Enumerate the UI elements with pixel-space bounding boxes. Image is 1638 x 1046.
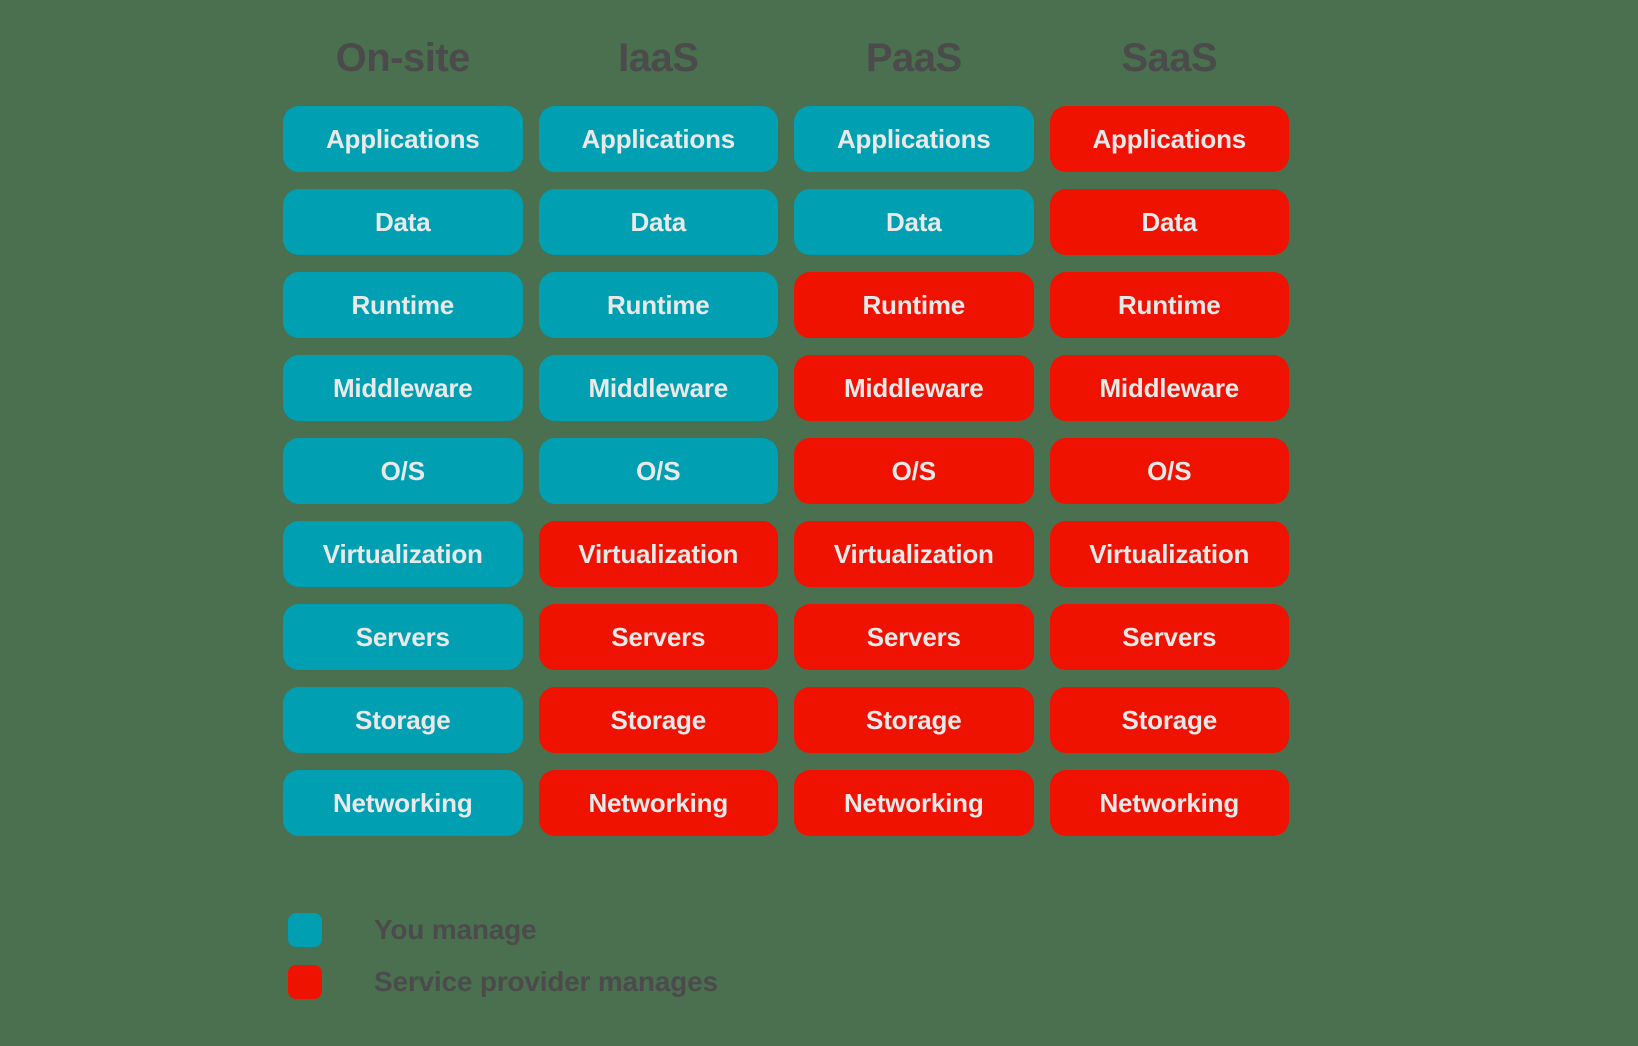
cell-saas-data[interactable]: Data — [1049, 189, 1289, 255]
cell-on-site-storage[interactable]: Storage — [283, 687, 523, 753]
cell-on-site-middleware[interactable]: Middleware — [283, 355, 523, 421]
cell-saas-networking[interactable]: Networking — [1049, 770, 1289, 836]
legend-label-you: You manage — [374, 914, 537, 945]
cell-saas-o-s[interactable]: O/S — [1049, 438, 1289, 504]
column-header-row: On-site IaaS PaaS SaaS — [283, 22, 1289, 94]
cell-paas-virtualization[interactable]: Virtualization — [794, 521, 1034, 587]
legend-swatch-you-icon — [288, 913, 322, 947]
cell-paas-storage[interactable]: Storage — [794, 687, 1034, 753]
cell-saas-servers[interactable]: Servers — [1049, 604, 1289, 670]
cell-paas-runtime[interactable]: Runtime — [794, 272, 1034, 338]
cell-iaas-virtualization[interactable]: Virtualization — [538, 521, 778, 587]
cell-saas-virtualization[interactable]: Virtualization — [1049, 521, 1289, 587]
cell-on-site-applications[interactable]: Applications — [283, 106, 523, 172]
cell-saas-middleware[interactable]: Middleware — [1049, 355, 1289, 421]
cell-saas-applications[interactable]: Applications — [1049, 106, 1289, 172]
cell-paas-servers[interactable]: Servers — [794, 604, 1034, 670]
cell-paas-applications[interactable]: Applications — [794, 106, 1034, 172]
cell-paas-o-s[interactable]: O/S — [794, 438, 1034, 504]
legend-label-provider: Service provider manages — [374, 966, 718, 997]
cell-on-site-o-s[interactable]: O/S — [283, 438, 523, 504]
cell-iaas-servers[interactable]: Servers — [538, 604, 778, 670]
cell-iaas-networking[interactable]: Networking — [538, 770, 778, 836]
cell-paas-data[interactable]: Data — [794, 189, 1034, 255]
legend-swatch-provider-icon — [288, 965, 322, 999]
cell-iaas-runtime[interactable]: Runtime — [538, 272, 778, 338]
legend-item-you: You manage — [288, 908, 718, 952]
cell-saas-runtime[interactable]: Runtime — [1049, 272, 1289, 338]
column-header-paas: PaaS — [865, 36, 962, 80]
cell-iaas-middleware[interactable]: Middleware — [538, 355, 778, 421]
legend-item-provider: Service provider manages — [288, 960, 718, 1004]
cell-on-site-runtime[interactable]: Runtime — [283, 272, 523, 338]
cell-saas-storage[interactable]: Storage — [1049, 687, 1289, 753]
column-header-iaas: IaaS — [618, 36, 699, 80]
cell-iaas-applications[interactable]: Applications — [538, 106, 778, 172]
column-header-saas: SaaS — [1121, 36, 1218, 80]
cell-iaas-data[interactable]: Data — [538, 189, 778, 255]
cell-paas-middleware[interactable]: Middleware — [794, 355, 1034, 421]
cell-on-site-virtualization[interactable]: Virtualization — [283, 521, 523, 587]
cell-paas-networking[interactable]: Networking — [794, 770, 1034, 836]
cell-iaas-o-s[interactable]: O/S — [538, 438, 778, 504]
cell-on-site-data[interactable]: Data — [283, 189, 523, 255]
cell-iaas-storage[interactable]: Storage — [538, 687, 778, 753]
cell-on-site-servers[interactable]: Servers — [283, 604, 523, 670]
cell-on-site-networking[interactable]: Networking — [283, 770, 523, 836]
column-header-on-site: On-site — [335, 36, 471, 80]
